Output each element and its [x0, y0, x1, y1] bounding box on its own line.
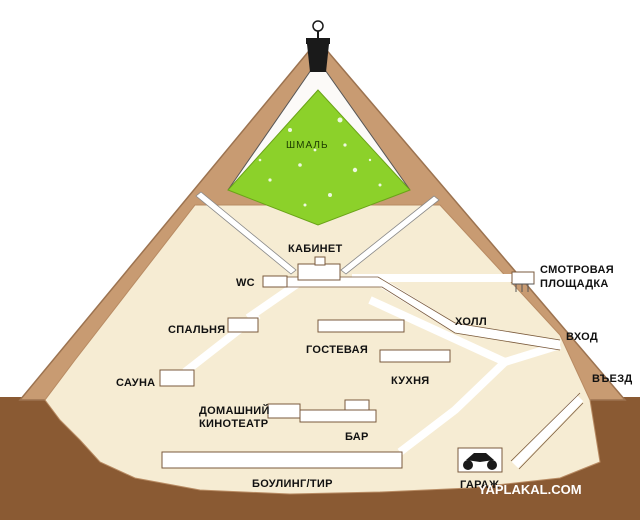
- air-shaft-left: [195, 191, 297, 275]
- label-guest: ГОСТЕВАЯ: [306, 344, 368, 356]
- room-guest: [317, 319, 405, 333]
- room-kitchen: [379, 349, 451, 363]
- label-deck-1: СМОТРОВАЯ: [540, 264, 614, 276]
- room-bar: [299, 409, 377, 423]
- air-shaft-right: [340, 195, 440, 275]
- ceiling-lamp-icon: [306, 20, 330, 72]
- motorcycle-icon: [463, 453, 497, 470]
- label-entrance: ВХОД: [566, 331, 598, 343]
- label-stash: ШМАЛЬ: [286, 140, 329, 151]
- room-bowling: [161, 451, 403, 469]
- label-bedroom: СПАЛЬНЯ: [168, 324, 226, 336]
- light-edge-right: [317, 59, 411, 191]
- label-cinema-1: ДОМАШНИЙ: [199, 404, 270, 417]
- label-hall: ХОЛЛ: [455, 316, 487, 328]
- room-study: [297, 263, 341, 281]
- label-bowling: БОУЛИНГ/ТИР: [252, 478, 333, 490]
- room-bar-upper: [344, 399, 370, 411]
- viewing-deck: [511, 271, 535, 285]
- label-bar: БАР: [345, 431, 369, 443]
- rooms: [159, 256, 535, 473]
- label-garage: ГАРАЖ: [460, 479, 499, 491]
- label-cinema-2: КИНОТЕАТР: [199, 418, 268, 430]
- watermark: YAPLAKAL.COM: [478, 482, 582, 497]
- label-driveway: ВЪЕЗД: [592, 373, 633, 385]
- label-sauna: САУНА: [116, 377, 155, 389]
- label-deck-2: ПЛОЩАДКА: [540, 278, 609, 290]
- room-bedroom: [227, 317, 259, 333]
- stash-texture: [258, 117, 382, 207]
- room-wc: [262, 275, 288, 288]
- room-cinema: [267, 403, 301, 419]
- room-study-stair: [314, 256, 326, 266]
- room-sauna: [159, 369, 195, 387]
- light-edge-left: [227, 59, 319, 191]
- label-kitchen: КУХНЯ: [391, 375, 430, 387]
- label-wc: WC: [236, 277, 255, 289]
- stash-plants: [227, 89, 411, 226]
- deck-railing: [512, 283, 534, 292]
- label-study: КАБИНЕТ: [288, 243, 343, 255]
